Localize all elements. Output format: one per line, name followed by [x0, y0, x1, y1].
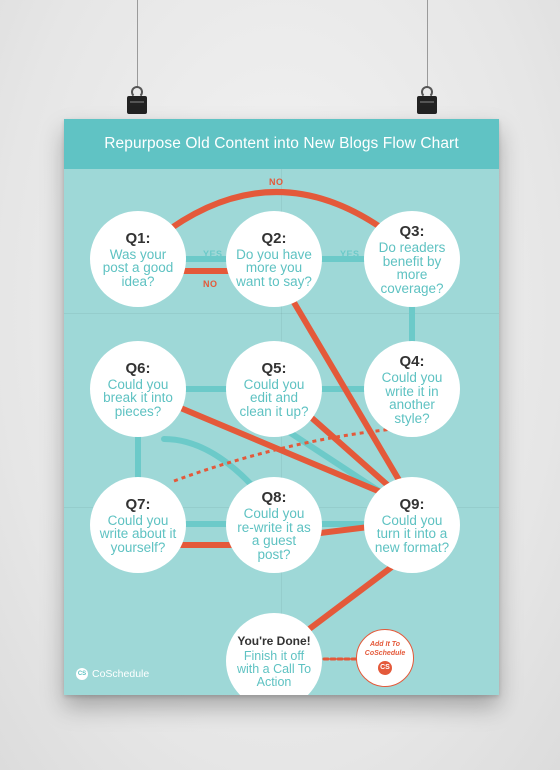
dashed-connector-q7-q4: [173, 425, 415, 483]
question-node-q2: Q2: Do you have more you want to say?: [226, 211, 322, 307]
coschedule-logo-icon: CS: [378, 661, 392, 675]
node-question-text: Could you edit and clean it up?: [239, 376, 309, 419]
no-connector-q1-q3: [156, 189, 397, 240]
edge-label-no-top: NO: [269, 177, 284, 187]
no-connector-q2-q9: [286, 291, 412, 500]
binder-clip-left-icon: [126, 86, 148, 116]
question-node-q6: Q6: Could you break it into pieces?: [90, 341, 186, 437]
node-question-text: Could you re-write it as a guest post?: [237, 506, 311, 562]
node-label: Q2:: [261, 229, 287, 247]
node-label: Q4:: [399, 353, 425, 370]
edge-label-yes-q2-q3: YES: [340, 249, 360, 259]
node-label: Q9:: [399, 495, 425, 513]
question-node-q7: Q7: Could you write about it yourself?: [90, 477, 186, 573]
question-node-q3: Q3: Do readers benefit by more coverage?: [364, 211, 460, 307]
node-label: Q6:: [125, 359, 151, 377]
question-node-q1: Q1: Was your post a good idea?: [90, 211, 186, 307]
node-label: Q1:: [125, 229, 151, 247]
edge-label-no-q1-q2: NO: [203, 279, 218, 289]
node-label: Q5:: [261, 359, 287, 377]
question-node-q4: Q4: Could you write it in another style?: [364, 341, 460, 437]
question-node-q5: Q5: Could you edit and clean it up?: [226, 341, 322, 437]
node-label: Q7:: [125, 495, 151, 513]
poster-title: Repurpose Old Content into New Blogs Flo…: [104, 135, 459, 152]
hanging-wire-right: [427, 0, 428, 88]
node-label: You're Done!: [237, 633, 311, 648]
question-node-q8: Q8: Could you re-write it as a guest pos…: [226, 477, 322, 573]
badge-text: Add It To CoSchedule: [364, 641, 406, 657]
poster-header: Repurpose Old Content into New Blogs Flo…: [64, 119, 499, 169]
done-node: You're Done! Finish it off with a Call T…: [226, 613, 322, 695]
brand-footer: CS CoSchedule: [76, 668, 149, 680]
node-question-text: Do readers benefit by more coverage?: [378, 240, 446, 296]
hanging-wire-left: [137, 0, 138, 88]
node-question-text: Could you write it in another style?: [381, 370, 443, 426]
brand-name: CoSchedule: [92, 668, 150, 680]
question-node-q9: Q9: Could you turn it into a new format?: [364, 477, 460, 573]
edge-label-yes-q1-q2: YES: [203, 249, 223, 259]
node-question-text: Was your post a good idea?: [102, 246, 174, 289]
node-question-text: Finish it off with a Call To Action: [236, 648, 312, 689]
add-to-coschedule-badge: Add It To CoSchedule CS: [356, 629, 414, 687]
node-label: Q8:: [261, 489, 287, 506]
node-question-text: Could you write about it yourself?: [99, 512, 177, 555]
coschedule-logo-icon: CS: [76, 668, 88, 680]
node-question-text: Could you break it into pieces?: [103, 376, 173, 419]
node-question-text: Could you turn it into a new format?: [374, 512, 450, 555]
node-label: Q3:: [399, 223, 425, 240]
node-question-text: Do you have more you want to say?: [236, 246, 312, 289]
no-connector-q6-q9: [161, 398, 412, 507]
flowchart-poster: Repurpose Old Content into New Blogs Flo…: [64, 119, 499, 695]
binder-clip-right-icon: [416, 86, 438, 116]
